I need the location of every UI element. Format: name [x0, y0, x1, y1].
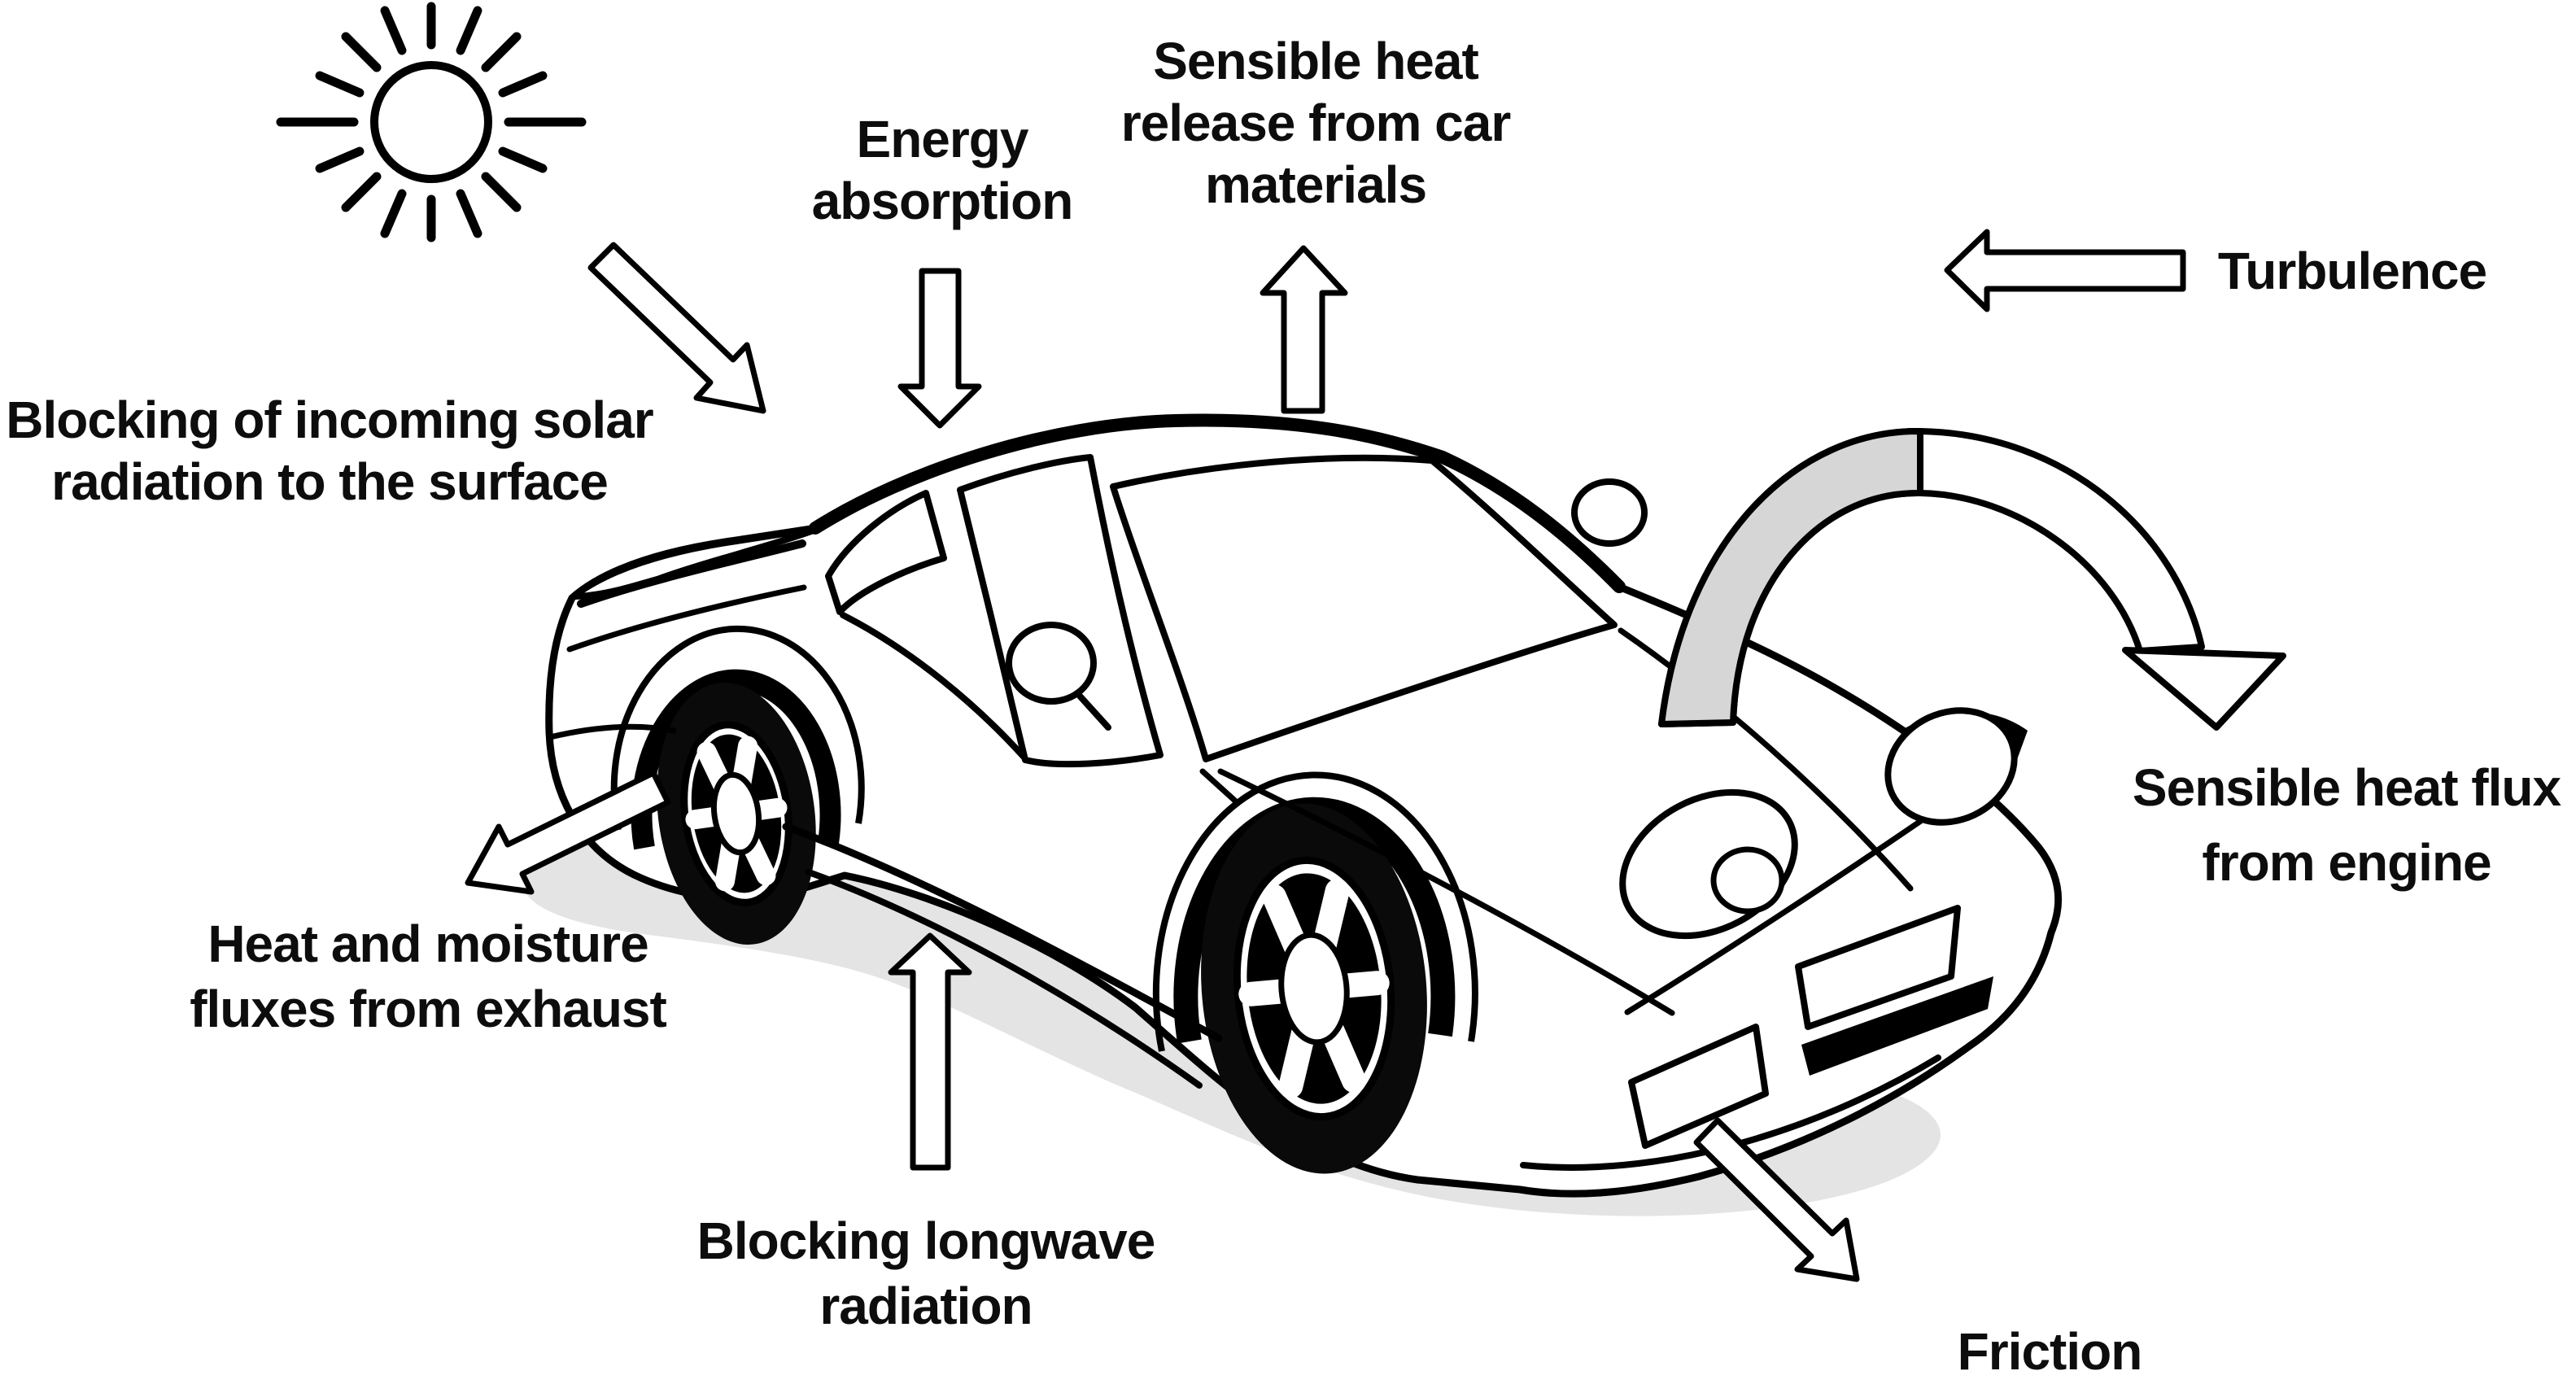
- label-line: Sensible heat flux: [2132, 758, 2561, 817]
- label-line: radiation: [819, 1277, 1033, 1335]
- wiper: [1199, 768, 1240, 806]
- label-line: from engine: [2202, 833, 2491, 892]
- front-wheel: [1201, 803, 1427, 1174]
- right-mirror: [1571, 478, 1648, 547]
- label-friction: Friction: [1957, 1321, 2143, 1382]
- longwave-arrow: [888, 932, 972, 1171]
- energy-absorption-arrow: [897, 268, 982, 429]
- solar-radiation-arrow: [587, 242, 766, 414]
- label-engine-flux: Sensible heat flux from engine: [2133, 750, 2561, 900]
- windshield: [1110, 454, 1618, 762]
- label-line: Energy: [856, 110, 1029, 168]
- beltline: [840, 612, 1027, 760]
- label-line: fluxes from exhaust: [190, 980, 667, 1038]
- rear-bumper-line: [547, 723, 677, 740]
- label-longwave: Blocking longwave radiation: [696, 1208, 1156, 1338]
- label-line: Sensible heat: [1153, 32, 1479, 90]
- right-headlight: [1884, 707, 2018, 826]
- engine-arc-band-grey: [1658, 427, 1923, 727]
- bumper-slot-left: [1628, 1024, 1769, 1149]
- label-line: Heat and moisture: [207, 915, 648, 973]
- label-exhaust-flux: Heat and moisture fluxes from exhaust: [190, 911, 667, 1041]
- engine-arc-head: [2122, 647, 2286, 731]
- label-line: materials: [1204, 155, 1427, 214]
- sun-icon: [276, 2, 587, 242]
- rear-fender-line: [610, 625, 865, 831]
- side-mirror-stalk: [1074, 690, 1111, 731]
- label-line: Blocking of incoming solar: [6, 391, 653, 449]
- front-fender-line: [1152, 771, 1478, 1052]
- bumper-top-line: [1624, 814, 1930, 1015]
- rear-deck-line: [566, 584, 807, 653]
- quarter-window: [825, 490, 947, 615]
- exhaust-flux-arrow: [465, 770, 671, 895]
- label-line: Turbulence: [2217, 242, 2487, 300]
- label-line: Blocking longwave: [696, 1212, 1156, 1270]
- label-line: absorption: [811, 172, 1074, 230]
- heat-release-arrow: [1260, 245, 1348, 414]
- rear-wheel: [657, 683, 816, 945]
- bumper-slit: [1801, 976, 1993, 1076]
- label-line: radiation to the surface: [51, 452, 609, 511]
- left-headlight-bulb: [1710, 846, 1785, 915]
- sill-line-top: [782, 823, 1223, 1042]
- label-line: Friction: [1957, 1322, 2143, 1381]
- turbulence-arrow: [1944, 229, 2186, 312]
- label-line: release from car: [1120, 94, 1512, 152]
- friction-arrow: [1693, 1117, 1860, 1282]
- label-blocking-solar: Blocking of incoming solar radiation to …: [6, 389, 653, 513]
- door-window: [957, 454, 1164, 768]
- car-line-art: [522, 413, 2063, 1216]
- sill-line-bottom: [806, 869, 1203, 1089]
- engine-heat-arc-arrow: [1658, 427, 2286, 731]
- label-energy-absorption: Energy absorption: [811, 108, 1074, 232]
- spoiler-underside: [577, 539, 806, 608]
- label-turbulence: Turbulence: [2217, 240, 2487, 302]
- label-sensible-release: Sensible heat release from car materials: [1120, 30, 1512, 216]
- bumper-slot-right: [1795, 905, 1961, 1030]
- hood-crease-left: [1217, 768, 1675, 1016]
- car-roofline: [809, 413, 1626, 593]
- side-mirror: [1006, 622, 1097, 705]
